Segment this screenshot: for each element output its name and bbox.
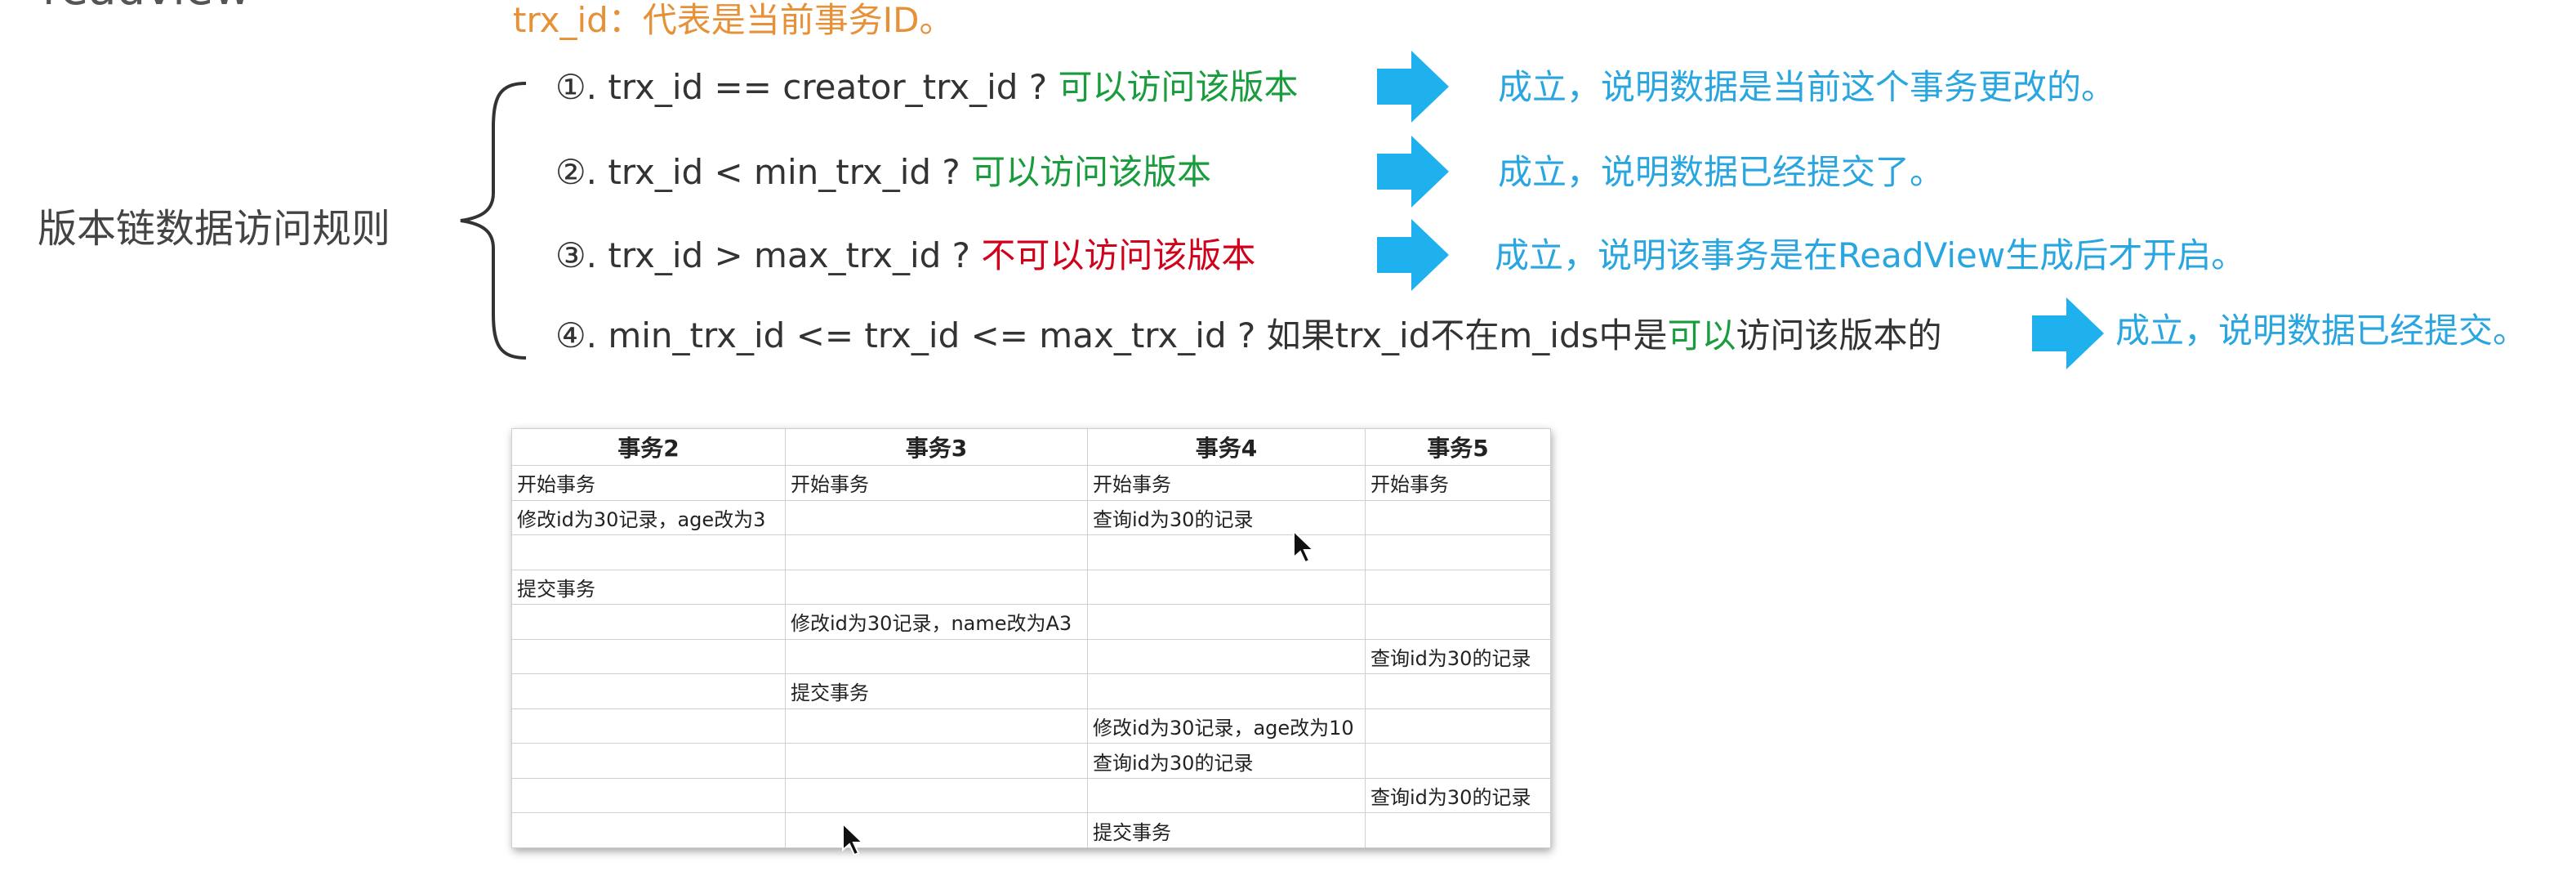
table-row: 开始事务开始事务开始事务开始事务 (511, 465, 1551, 501)
table-cell (785, 777, 1088, 814)
column-header-tx5: 事务5 (1365, 428, 1551, 466)
trx-id-note: trx_id：代表是当前事务ID。 (513, 0, 954, 40)
arrow-right-icon (1377, 51, 1449, 123)
column-header-tx4: 事务4 (1087, 428, 1366, 466)
table-row: 修改id为30记录，age改为10 (511, 708, 1551, 744)
table-cell: 提交事务 (1087, 812, 1366, 848)
table-cell (785, 812, 1088, 848)
table-row: 提交事务 (511, 673, 1551, 709)
table-row: 提交事务 (511, 812, 1551, 848)
arrow-right-icon (1377, 219, 1449, 291)
rule-3: ③. trx_id > max_trx_id ? 不可以访问该版本 (555, 235, 1255, 276)
table-cell (1087, 777, 1366, 814)
rule-1: ①. trx_id == creator_trx_id ? 可以访问该版本 (555, 67, 1298, 108)
table-cell: 开始事务 (511, 465, 786, 501)
table-cell (511, 673, 786, 709)
table-cell: 查询id为30的记录 (1365, 638, 1551, 675)
mouse-cursor-icon (1293, 530, 1316, 564)
table-cell (1365, 708, 1551, 744)
rule-3-access: 不可以访问该版本 (981, 235, 1256, 275)
table-cell: 提交事务 (785, 673, 1088, 709)
arrow-right-icon (2032, 297, 2104, 369)
rule-4-condition: ④. min_trx_id <= trx_id <= max_trx_id ? … (555, 315, 1668, 355)
rule-2-condition: ②. trx_id < min_trx_id ? (555, 152, 972, 192)
table-cell (1087, 673, 1366, 709)
table-cell: 提交事务 (511, 569, 786, 606)
table-cell (1087, 638, 1366, 675)
table-cell (1365, 569, 1551, 606)
rule-2-result: 成立，说明数据已经提交了。 (1498, 152, 1945, 192)
table-cell (785, 499, 1088, 536)
table-cell (1365, 673, 1551, 709)
table-cell: 开始事务 (785, 465, 1088, 501)
rules-title: 版本链数据访问规则 (38, 206, 391, 252)
table-cell (1365, 812, 1551, 848)
rule-4-result: 成立，说明数据已经提交。 (2115, 311, 2528, 351)
rule-2-access: 可以访问该版本 (971, 152, 1212, 192)
table-cell (511, 708, 786, 744)
rule-1-condition: ①. trx_id == creator_trx_id ? (555, 67, 1058, 107)
table-cell (511, 638, 786, 675)
table-cell: 修改id为30记录，name改为A3 (785, 604, 1088, 640)
table-cell (511, 777, 786, 814)
table-cell (785, 638, 1088, 675)
rule-4: ④. min_trx_id <= trx_id <= max_trx_id ? … (555, 315, 1942, 356)
column-header-tx2: 事务2 (511, 428, 786, 466)
left-brace-icon (460, 82, 527, 360)
arrow-right-icon (1377, 136, 1449, 208)
rule-4-access: 可以 (1667, 315, 1736, 355)
rule-1-result: 成立，说明数据是当前这个事务更改的。 (1498, 67, 2116, 107)
transaction-table: 事务2 事务3 事务4 事务5 开始事务开始事务开始事务开始事务 修改id为30… (511, 428, 1551, 848)
rule-3-condition: ③. trx_id > max_trx_id ? (555, 235, 982, 275)
table-cell: 开始事务 (1087, 465, 1366, 501)
table-cell (511, 812, 786, 848)
column-header-tx3: 事务3 (785, 428, 1088, 466)
table-cell (785, 569, 1088, 606)
table-cell (1365, 743, 1551, 779)
table-cell (1365, 604, 1551, 640)
table-row: 修改id为30记录，name改为A3 (511, 604, 1551, 640)
table-cell: 修改id为30记录，age改为10 (1087, 708, 1366, 744)
mouse-cursor-icon (842, 822, 865, 856)
table-cell: 修改id为30记录，age改为3 (511, 499, 786, 536)
table-header-row: 事务2 事务3 事务4 事务5 (511, 428, 1551, 466)
table-cell (1087, 534, 1366, 570)
table-cell (1365, 499, 1551, 536)
table-row (511, 534, 1551, 570)
table-row: 查询id为30的记录 (511, 638, 1551, 675)
table-row: 提交事务 (511, 569, 1551, 606)
rule-4-suffix: 访问该版本的 (1736, 315, 1942, 355)
rule-2: ②. trx_id < min_trx_id ? 可以访问该版本 (555, 152, 1211, 193)
table-cell: 查询id为30的记录 (1087, 499, 1366, 536)
table-cell: 查询id为30的记录 (1087, 743, 1366, 779)
table-cell: 查询id为30的记录 (1365, 777, 1551, 814)
rule-3-result: 成立，说明该事务是在ReadView生成后才开启。 (1495, 235, 2246, 275)
table-cell (1087, 604, 1366, 640)
table-row: 查询id为30的记录 (511, 777, 1551, 814)
table-cell (511, 743, 786, 779)
table-cell (1365, 534, 1551, 570)
table-cell (785, 534, 1088, 570)
corner-title-fragment: readview (42, 0, 251, 16)
table-cell (1087, 569, 1366, 606)
table-cell (785, 743, 1088, 779)
table-row: 查询id为30的记录 (511, 743, 1551, 779)
table-cell: 开始事务 (1365, 465, 1551, 501)
rule-1-access: 可以访问该版本 (1058, 67, 1299, 107)
table-cell (511, 604, 786, 640)
table-cell (785, 708, 1088, 744)
table-cell (511, 534, 786, 570)
table-row: 修改id为30记录，age改为3 查询id为30的记录 (511, 499, 1551, 536)
